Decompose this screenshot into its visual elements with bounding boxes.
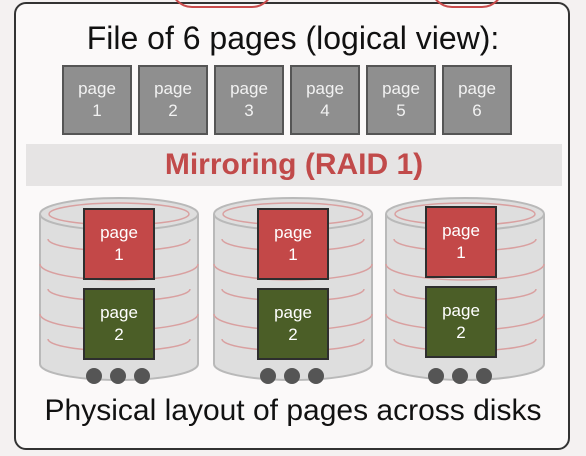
- ellipsis-dots: [260, 368, 324, 384]
- ellipsis-dots: [86, 368, 150, 384]
- mirroring-band: Mirroring (RAID 1): [26, 144, 562, 186]
- diagram-title: File of 6 pages (logical view):: [86, 20, 500, 56]
- mirroring-label: Mirroring (RAID 1): [164, 148, 424, 181]
- ellipsis-dots: [428, 368, 492, 384]
- diagram-caption: Physical layout of pages across disks: [44, 394, 542, 427]
- top-decoration-left: [170, 0, 274, 8]
